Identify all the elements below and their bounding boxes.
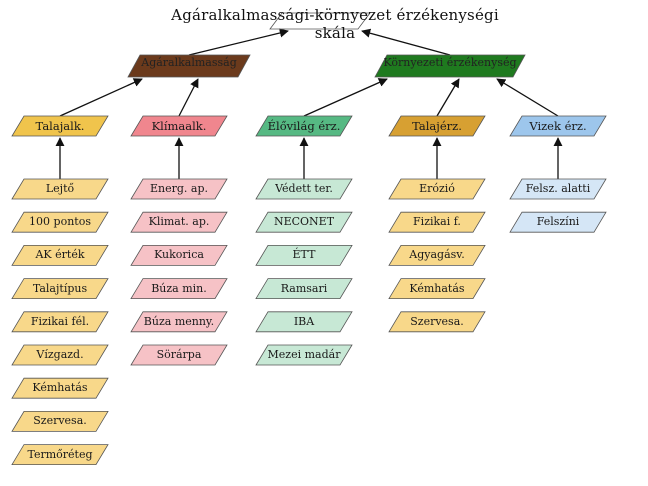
title-parallelogram: [269, 12, 371, 30]
item-talajerz-0-box: [388, 178, 486, 200]
arrow-klima-to-agro: [178, 78, 199, 117]
item-elovilag-3-box: [255, 278, 353, 300]
arrow-talajerz-to-env: [436, 78, 460, 117]
arrow-agro-to-title: [188, 28, 289, 56]
item-elovilag-4-box: [255, 311, 353, 333]
item-vizek-0-box: [509, 178, 607, 200]
item-klima-5-box: [130, 344, 228, 366]
header-env-box: [374, 54, 526, 78]
item-klima-1-box: [130, 211, 228, 233]
category-vizek-box: [509, 115, 607, 137]
item-klima-2-box: [130, 244, 228, 266]
item-talaj-0-box: [11, 178, 109, 200]
item-talaj-4-box: [11, 311, 109, 333]
arrow-env-to-title: [361, 28, 451, 56]
category-talajerz-box: [388, 115, 486, 137]
category-talaj-box: [11, 115, 109, 137]
category-elovilag-box: [255, 115, 353, 137]
item-talaj-8-box: [11, 444, 109, 466]
item-vizek-1-box: [509, 211, 607, 233]
arrow-vizek-to-env: [496, 78, 559, 117]
item-talaj-6-box: [11, 377, 109, 399]
item-elovilag-5-box: [255, 344, 353, 366]
item-talajerz-1-box: [388, 211, 486, 233]
item-talaj-1-box: [11, 211, 109, 233]
item-klima-0-box: [130, 178, 228, 200]
item-talaj-2-box: [11, 244, 109, 266]
arrow-talaj-to-agro: [59, 78, 143, 117]
item-klima-3-box: [130, 278, 228, 300]
item-talajerz-4-box: [388, 311, 486, 333]
item-talaj-3-box: [11, 278, 109, 300]
arrow-elovilag-to-env: [303, 78, 388, 117]
item-elovilag-0-box: [255, 178, 353, 200]
diagram-title: Agáralkalmassági-környezet érzékenységi …: [171, 6, 499, 42]
category-klima-box: [130, 115, 228, 137]
item-klima-4-box: [130, 311, 228, 333]
item-elovilag-2-box: [255, 244, 353, 266]
item-talaj-5-box: [11, 344, 109, 366]
item-talajerz-3-box: [388, 278, 486, 300]
item-elovilag-1-box: [255, 211, 353, 233]
header-agro-box: [127, 54, 251, 78]
item-talaj-7-box: [11, 410, 109, 432]
item-talajerz-2-box: [388, 244, 486, 266]
